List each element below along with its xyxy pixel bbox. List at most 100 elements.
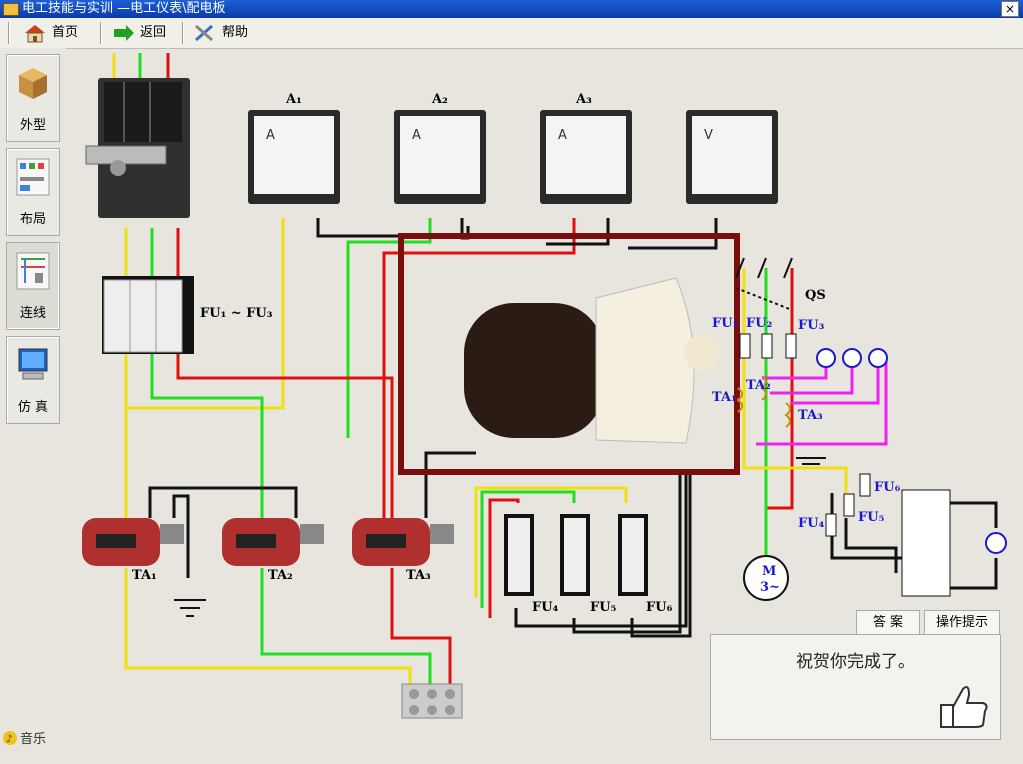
svg-text:♪: ♪ <box>6 734 12 745</box>
voltmeter: V <box>686 110 778 204</box>
switch-highlight-frame <box>398 233 740 475</box>
sch-magenta-4 <box>756 358 888 446</box>
sidebar-item-layout[interactable]: 布局 <box>6 148 60 236</box>
conversion-switch[interactable] <box>464 277 720 444</box>
wire-green-fu-ta2 <box>150 228 264 518</box>
wire-red-fu6 <box>488 498 520 618</box>
home-button[interactable]: 首页 <box>22 21 78 45</box>
ammeter-a2: A <box>394 110 486 204</box>
label-fu4: FU₄ <box>532 600 559 615</box>
sch-black-v2 <box>948 558 998 590</box>
voltmeter-unit: V <box>704 128 713 143</box>
qs-switch-symbol <box>735 257 793 311</box>
toolbar-separator <box>182 22 184 44</box>
wire-yellow-fu4 <box>474 486 628 598</box>
sch-label-fu4: FU₄ <box>798 516 825 531</box>
sch-black-v1 <box>948 501 998 528</box>
ammeter-a3: A <box>540 110 632 204</box>
sch-ammeters <box>816 348 888 368</box>
home-icon <box>25 25 45 43</box>
sidebar: 外型 布局 连线 仿 真 <box>0 48 66 764</box>
music-note-icon: ♪ <box>3 730 17 745</box>
back-button[interactable]: 返回 <box>112 21 166 45</box>
sch-magenta-1 <box>762 358 828 380</box>
sidebar-label-simulation: 仿 真 <box>17 400 49 415</box>
sch-label-fu5: FU₅ <box>858 510 885 525</box>
window-title-bar: 电工技能与实训 —电工仪表\配电板 × <box>0 0 1023 18</box>
label-qs: QS <box>805 288 826 303</box>
wiring-diagram <box>82 53 1007 719</box>
back-arrow-icon <box>114 25 134 41</box>
sidebar-label-layout: 布局 <box>19 212 46 227</box>
knife-switch[interactable] <box>85 78 190 218</box>
sidebar-item-wiring[interactable]: 连线 <box>6 242 60 330</box>
back-label: 返回 <box>140 25 167 40</box>
wire-green-ta2-out <box>260 568 432 688</box>
wire-black-ta-common <box>148 486 298 518</box>
label-a1: A₁ <box>286 92 302 107</box>
sidebar-label-wiring: 连线 <box>19 306 46 321</box>
motor-sub-label: 3~ <box>760 580 780 595</box>
label-ta3: TA₃ <box>406 568 431 583</box>
toolbar: 首页 返回 帮助 <box>0 18 1023 49</box>
hint-panel: 祝贺你完成了。 <box>710 634 1001 740</box>
sch-magenta-2 <box>770 358 854 395</box>
ammeter-a1: A <box>248 110 340 204</box>
wiring-canvas: A A A V A₁ A₂ A₃ FU₁ ~ FU₃ TA₁ TA₂ TA₃ F… <box>66 48 1023 764</box>
window-title: 电工技能与实训 —电工仪表\配电板 <box>22 1 226 16</box>
label-ta1: TA₁ <box>132 568 157 583</box>
sch-label-fu2: FU₂ <box>746 316 773 331</box>
tab-operation-tips[interactable]: 操作提示 <box>924 610 1000 636</box>
current-transformer-ta1 <box>82 518 184 566</box>
terminal-block <box>401 683 463 719</box>
tools-icon <box>195 24 213 42</box>
layout-icon <box>16 158 50 196</box>
sch-label-ta3: TA₃ <box>798 408 823 423</box>
toolbar-separator <box>8 22 10 44</box>
sidebar-item-appearance[interactable]: 外型 <box>6 54 60 142</box>
fuse-block-main <box>102 276 194 354</box>
music-label: 音乐 <box>20 732 47 747</box>
wire-green-a2 <box>346 218 432 438</box>
ammeter-a2-unit: A <box>412 128 421 143</box>
wire-red-ta3-out <box>390 568 452 688</box>
wire-yellow-a1 <box>126 218 285 410</box>
app-icon <box>3 3 19 16</box>
sch-ct-coils <box>736 375 791 428</box>
home-label: 首页 <box>52 25 79 40</box>
label-fu1-fu3: FU₁ ~ FU₃ <box>200 306 273 321</box>
tab-answer[interactable]: 答 案 <box>856 610 920 636</box>
help-label: 帮助 <box>222 25 249 40</box>
wire-black-ground <box>172 494 190 578</box>
sch-label-fu1: FU₁ <box>712 316 739 331</box>
sch-voltmeter <box>985 532 1007 554</box>
current-transformer-ta2 <box>222 518 324 566</box>
computer-icon <box>18 348 48 380</box>
help-button[interactable]: 帮助 <box>192 21 248 45</box>
wire-black-ta3 <box>424 451 476 518</box>
toolbar-separator <box>100 22 102 44</box>
sch-label-fu6: FU₆ <box>874 480 901 495</box>
motor-label: M <box>762 564 777 579</box>
fuse-fu4 <box>504 514 534 596</box>
wire-green-fu5 <box>480 490 576 608</box>
fuse-fu6 <box>618 514 648 596</box>
box-icon <box>19 68 47 99</box>
label-a2: A₂ <box>432 92 448 107</box>
wire-black-fu6 <box>630 473 692 638</box>
thumbs-up-icon <box>940 686 988 728</box>
sch-magenta-3 <box>790 358 880 405</box>
sch-fuses <box>739 333 871 537</box>
current-transformer-ta3 <box>352 518 454 566</box>
sidebar-item-simulation[interactable]: 仿 真 <box>6 336 60 424</box>
close-button[interactable]: × <box>1001 1 1019 17</box>
sch-label-ta2: TA₂ <box>746 378 771 393</box>
wire-black-fu4 <box>514 473 688 628</box>
label-fu5: FU₅ <box>590 600 617 615</box>
wire-black-v <box>628 218 718 250</box>
motor-symbol <box>743 555 789 601</box>
ammeter-a1-unit: A <box>266 128 275 143</box>
sch-label-fu3: FU₃ <box>798 318 825 333</box>
music-toggle[interactable]: ♪ 音乐 <box>2 728 46 747</box>
hint-text: 祝贺你完成了。 <box>796 652 915 672</box>
